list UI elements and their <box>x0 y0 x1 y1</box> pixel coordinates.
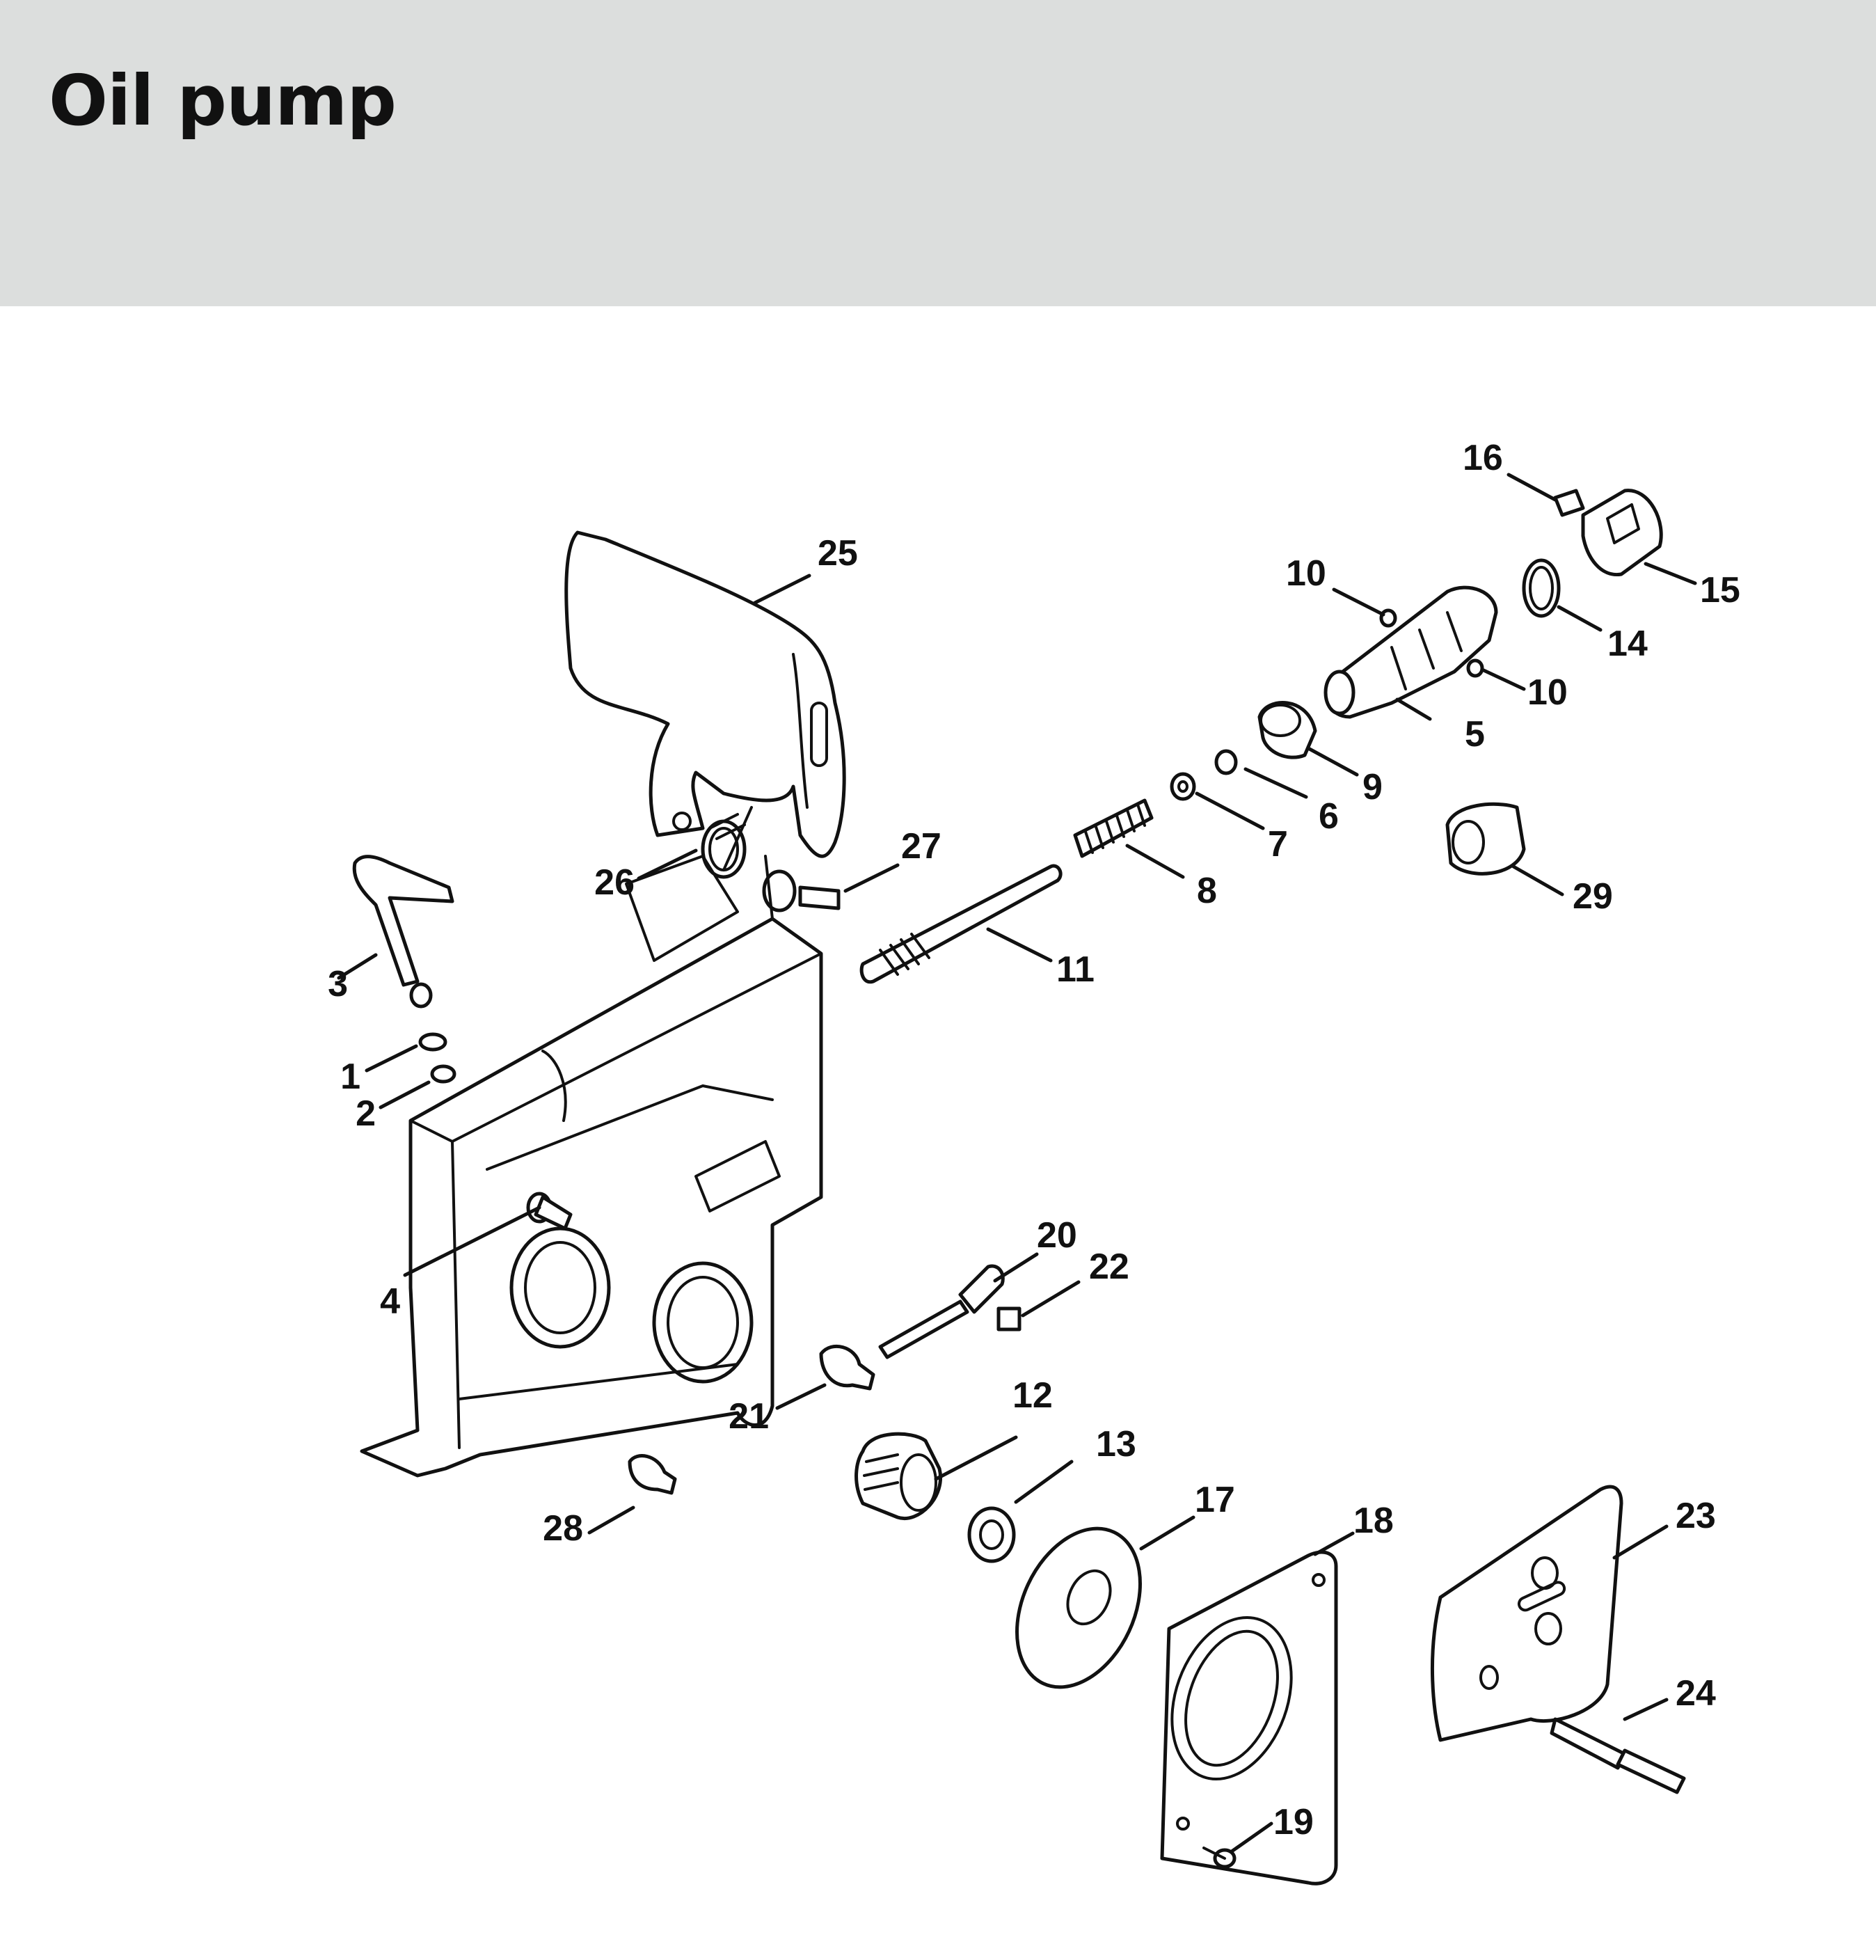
screw-27-part <box>762 869 841 912</box>
callout-2: 2 <box>356 1093 376 1134</box>
cover-15-part <box>1581 489 1663 576</box>
callout-21: 21 <box>729 1396 769 1437</box>
pump-housing-part <box>1323 585 1498 719</box>
block-22-part <box>996 1306 1022 1331</box>
callout-18: 18 <box>1353 1501 1394 1541</box>
cam-sleeve-part <box>1257 701 1317 759</box>
nipple-21-part <box>819 1344 875 1391</box>
stud-part <box>1550 1717 1686 1794</box>
callout-17: 17 <box>1195 1480 1235 1520</box>
callout-9: 9 <box>1362 767 1383 807</box>
callout-23: 23 <box>1676 1496 1716 1536</box>
bar-plate-part <box>1430 1485 1623 1742</box>
spring-8-part <box>1073 798 1154 858</box>
seal-ring-part <box>967 1506 1016 1563</box>
callout-3: 3 <box>328 964 348 1004</box>
washer-1-part <box>418 1032 447 1052</box>
lever-part <box>352 855 454 1009</box>
callout-24: 24 <box>1676 1673 1716 1714</box>
callout-10-upper: 10 <box>1286 553 1326 594</box>
callout-13: 13 <box>1096 1424 1136 1464</box>
callout-11: 11 <box>1056 949 1095 990</box>
callout-6: 6 <box>1319 796 1339 837</box>
spur-disc-part <box>1015 1526 1142 1689</box>
callout-1: 1 <box>340 1057 360 1097</box>
callout-28: 28 <box>543 1508 583 1549</box>
callout-20: 20 <box>1037 1215 1077 1256</box>
pump-piston-part <box>859 864 1063 984</box>
screw-10-lower-part <box>1466 658 1484 678</box>
bushing-29-part <box>1445 802 1526 876</box>
callout-labels: 3 1 2 4 5 6 7 8 9 10 10 11 12 13 14 15 1… <box>328 438 1740 1842</box>
washer-2-part <box>430 1064 456 1084</box>
callout-8: 8 <box>1197 871 1217 911</box>
callout-14: 14 <box>1607 624 1648 664</box>
callout-12: 12 <box>1012 1375 1053 1416</box>
torsion-spring-part <box>701 806 753 879</box>
crankcase-housing <box>360 855 823 1478</box>
callout-7: 7 <box>1268 824 1288 864</box>
callout-19: 19 <box>1273 1802 1314 1842</box>
callout-25: 25 <box>818 533 858 574</box>
callout-4: 4 <box>380 1281 400 1322</box>
callout-27: 27 <box>901 826 941 867</box>
callout-22: 22 <box>1089 1247 1129 1287</box>
snap-ring-part <box>1522 558 1561 618</box>
leader-lines <box>337 473 1697 1854</box>
header-bar: Oil pump <box>0 0 1876 306</box>
callout-26: 26 <box>594 862 635 903</box>
washer-7-part <box>1170 772 1196 801</box>
screw-19-part <box>1202 1847 1237 1869</box>
callout-15: 15 <box>1700 570 1740 610</box>
callout-10-lower: 10 <box>1527 672 1568 713</box>
worm-part <box>854 1432 942 1520</box>
callout-16: 16 <box>1463 438 1503 478</box>
page-title: Oil pump <box>49 60 397 141</box>
o-ring-6-part <box>1214 749 1238 775</box>
callout-5: 5 <box>1465 714 1485 754</box>
callout-29: 29 <box>1573 876 1613 917</box>
hand-guard-part <box>564 530 846 858</box>
screw-16-part <box>1553 489 1585 517</box>
adjusting-screw-part <box>878 1264 1005 1359</box>
plug-28-part <box>628 1454 677 1495</box>
